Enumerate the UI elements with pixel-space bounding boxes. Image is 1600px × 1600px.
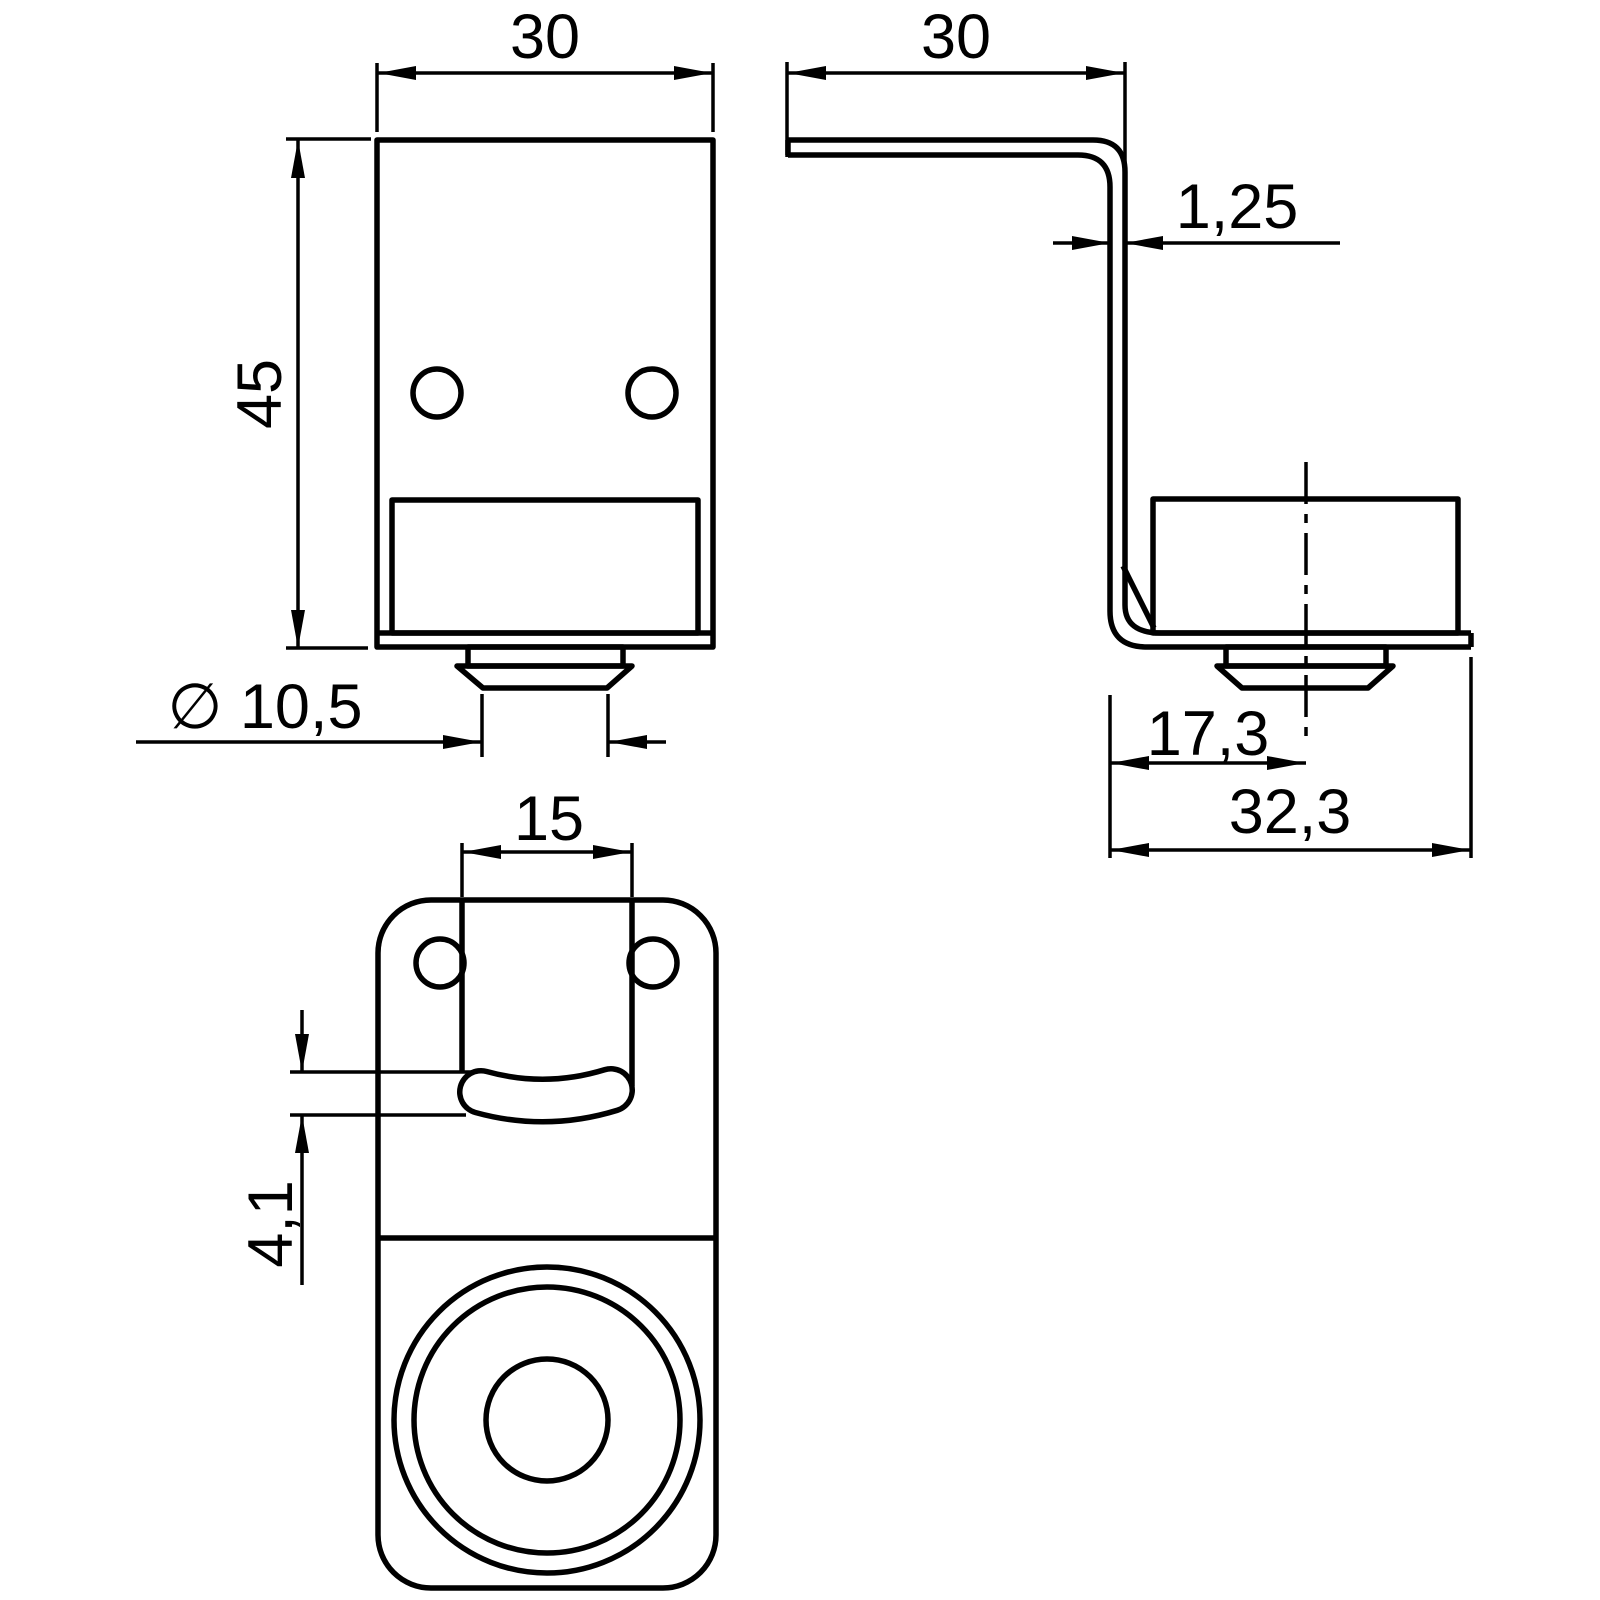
dim-label-front-height: 45 <box>225 359 295 429</box>
front-plate-outline <box>374 137 716 650</box>
dim-side-width: 30 <box>785 2 1127 168</box>
dim-front-height: 45 <box>225 137 371 650</box>
dim-label-side-width: 30 <box>921 2 991 72</box>
bend-tangent-edge <box>1120 564 1157 630</box>
dim-label-stud-offset: 17,3 <box>1147 699 1270 769</box>
bottom-plate-outline <box>375 897 719 1591</box>
dim-label-slot-height: 4,1 <box>236 1180 306 1268</box>
magnet-middle-circle <box>411 1284 683 1556</box>
bottom-hole-right <box>626 936 680 990</box>
front-part-outline <box>374 137 716 691</box>
dim-foot-length: 32,3 <box>1110 657 1473 858</box>
dim-label-front-width: 30 <box>510 2 580 72</box>
front-stud-neck <box>465 644 626 669</box>
front-view: 30 45 ∅ 10,5 <box>136 2 716 757</box>
side-view: 30 1,25 17,3 32,3 <box>785 2 1474 858</box>
dim-label-stud-diameter: ∅ 10,5 <box>168 672 363 742</box>
arc-slot-fill <box>462 1071 630 1119</box>
bottom-hole-left <box>413 936 467 990</box>
dim-slot-width: 15 <box>460 784 634 897</box>
front-stud-flange <box>454 663 635 691</box>
mounting-hole-right <box>625 366 679 420</box>
dim-label-foot-length: 32,3 <box>1229 777 1352 847</box>
dim-label-sheet-thickness: 1,25 <box>1176 172 1299 242</box>
dim-label-slot-width: 15 <box>514 784 584 854</box>
sheet-profile-inner <box>788 152 1471 650</box>
side-stud-flange <box>1214 663 1396 691</box>
side-part-outline <box>785 137 1474 742</box>
magnet-outer-circle <box>391 1264 703 1576</box>
bottom-part-outline <box>375 897 719 1591</box>
dim-front-width: 30 <box>375 2 715 132</box>
front-nut-block <box>389 497 701 636</box>
bottom-view: 15 4,1 <box>236 784 719 1591</box>
dim-slot-height: 4,1 <box>236 1010 473 1285</box>
dim-sheet-thickness: 1,25 <box>1053 172 1340 250</box>
sheet-profile-outer <box>788 137 1471 636</box>
mounting-hole-left <box>410 366 464 420</box>
dim-stud-diameter: ∅ 10,5 <box>136 672 666 757</box>
dim-stud-offset: 17,3 <box>1108 695 1306 858</box>
magnet-inner-circle <box>483 1356 611 1484</box>
